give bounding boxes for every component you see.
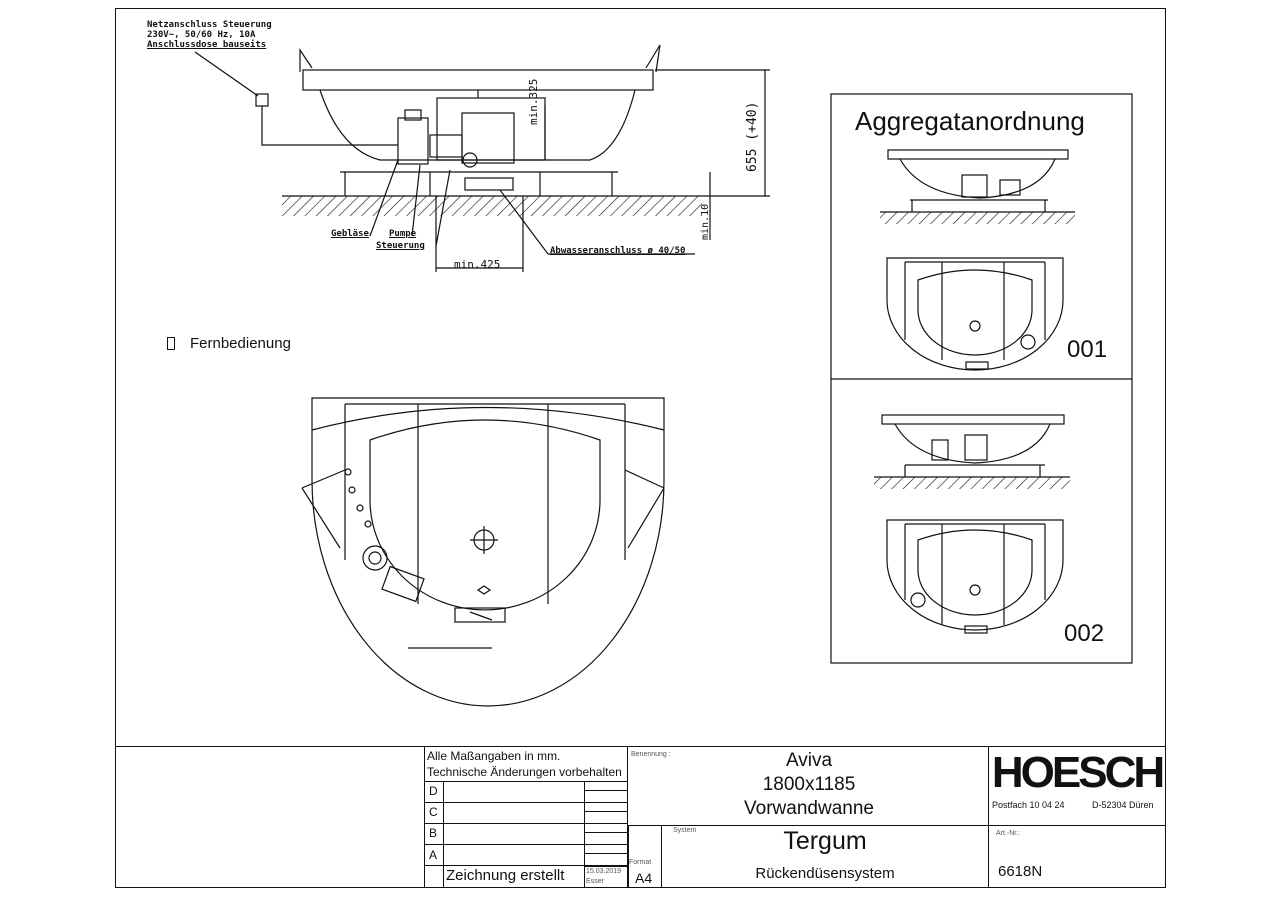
name-label: Benennung : xyxy=(631,751,671,758)
date-cell xyxy=(584,866,628,888)
system-subtitle: Rückendüsensystem xyxy=(755,865,895,882)
top-view xyxy=(301,397,665,707)
company-divider xyxy=(988,825,1166,826)
power-note-line1: Netzanschluss Steuerung xyxy=(147,20,272,30)
format-value: A4 xyxy=(635,870,653,886)
drawing-created: Zeichnung erstellt xyxy=(446,867,565,884)
format-label: Format xyxy=(629,859,652,866)
label-pump: Pumpe xyxy=(389,229,417,239)
article-number: 6618N xyxy=(998,863,1043,880)
rev-d: D xyxy=(429,784,438,798)
product-name-line2: 1800x1185 xyxy=(762,774,856,795)
system-divider xyxy=(628,825,990,826)
option-001: 001 xyxy=(1067,336,1108,363)
label-control: Steuerung xyxy=(376,241,425,251)
dim-min10: min.10 xyxy=(700,203,711,240)
rev-b: B xyxy=(429,826,438,840)
power-note-line2: 230V~, 50/60 Hz, 10A xyxy=(147,30,256,40)
product-name-line3: Vorwandwanne xyxy=(744,798,874,819)
drawing-date: 15.03.2019 xyxy=(586,868,622,875)
address-line1: Postfach 10 04 24 xyxy=(992,800,1065,810)
label-drain: Abwasseranschluss ø 40/50 xyxy=(550,246,686,256)
inset-title: Aggregatanordnung xyxy=(855,106,1085,136)
system-name: Tergum xyxy=(783,827,867,855)
rev-date-sub-d xyxy=(584,790,628,803)
option-002: 002 xyxy=(1064,620,1105,647)
rev-date-sub-a xyxy=(584,853,628,866)
side-view xyxy=(194,44,770,272)
system-label: System xyxy=(673,827,697,834)
note-changes: Technische Änderungen vorbehalten xyxy=(427,765,622,779)
power-note-line3: Anschlussdose bauseits xyxy=(147,40,267,50)
product-name: Aviva 1800x1185 Vorwandwanne xyxy=(630,749,988,821)
company-area xyxy=(988,746,1166,888)
rev-a: A xyxy=(429,848,438,862)
article-label: Art.-Nr.: xyxy=(996,830,1021,837)
rev-c: C xyxy=(429,805,438,819)
drawing-author: Esser xyxy=(586,878,604,885)
dim-min325: min.325 xyxy=(527,78,540,125)
label-blower: Gebläse xyxy=(331,229,369,239)
rev-letter-column xyxy=(424,781,444,888)
address-line2: D-52304 Düren xyxy=(1092,800,1154,810)
inset-panel xyxy=(830,93,1133,664)
rev-date-sub-c xyxy=(584,811,628,824)
brand-logo: HOESCH xyxy=(991,748,1165,797)
remote-icon xyxy=(167,337,175,350)
note-dimensions: Alle Maßangaben in mm. xyxy=(427,749,561,763)
dim-min425: min.425 xyxy=(454,258,501,271)
dim-height: 655 (+40) xyxy=(745,101,760,172)
rev-date-sub-b xyxy=(584,832,628,845)
label-remote: Fernbedienung xyxy=(190,335,291,352)
power-note: Netzanschluss Steuerung 230V~, 50/60 Hz,… xyxy=(147,20,272,50)
rev-date-column xyxy=(584,781,628,866)
product-name-line1: Aviva xyxy=(785,750,833,771)
